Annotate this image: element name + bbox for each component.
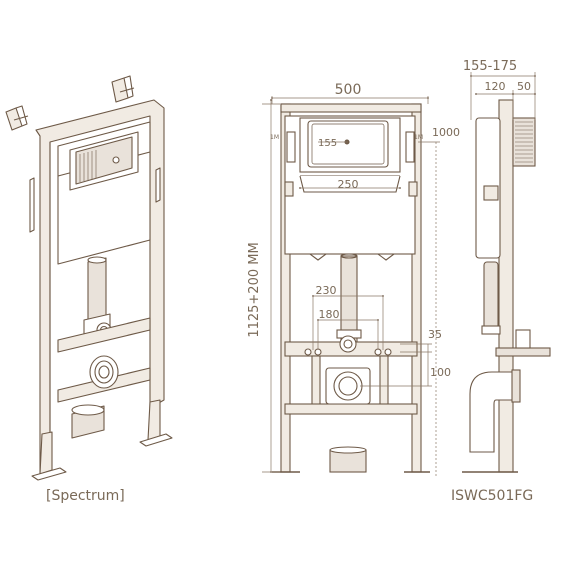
leg-left	[39, 431, 53, 475]
dim-width: 500	[335, 82, 362, 98]
brand-caption: [Spectrum]	[46, 488, 125, 504]
dim-spacing-wide: 230	[316, 284, 337, 297]
drain-outlet	[89, 355, 119, 389]
front-view	[272, 103, 430, 473]
frame-top-rail	[280, 103, 422, 113]
dim-height: 1125+200 MM	[247, 242, 262, 337]
side-view	[462, 99, 551, 473]
dim-depth-range: 155-175	[463, 59, 517, 74]
leg-right	[147, 399, 161, 441]
side-frame-post	[498, 99, 514, 473]
dim-spacing-narrow: 180	[319, 308, 340, 321]
dim-rod-offset: 35	[428, 328, 442, 341]
front-dimensions	[262, 96, 440, 476]
dim-plate-height: 155	[318, 138, 337, 149]
side-mark-left: 1M	[270, 134, 279, 141]
side-mark-right: 1M	[414, 134, 423, 141]
wall-bracket-top	[5, 75, 135, 131]
dim-plate-width: 250	[338, 178, 359, 191]
cross-bar-upper	[57, 317, 151, 353]
dim-top-plate: 1000	[432, 126, 460, 139]
dim-drain-offset: 100	[430, 366, 451, 379]
model-caption: ISWC501FG	[451, 488, 534, 504]
flush-pipe	[340, 255, 358, 343]
dim-depth-50: 50	[517, 80, 531, 93]
isometric-view	[5, 75, 173, 481]
dim-depth-120: 120	[485, 80, 506, 93]
side-dimensions	[470, 72, 536, 120]
dimension-labels: 500 1125+200 MM 1000 155 250 230 180 35 …	[247, 59, 531, 379]
